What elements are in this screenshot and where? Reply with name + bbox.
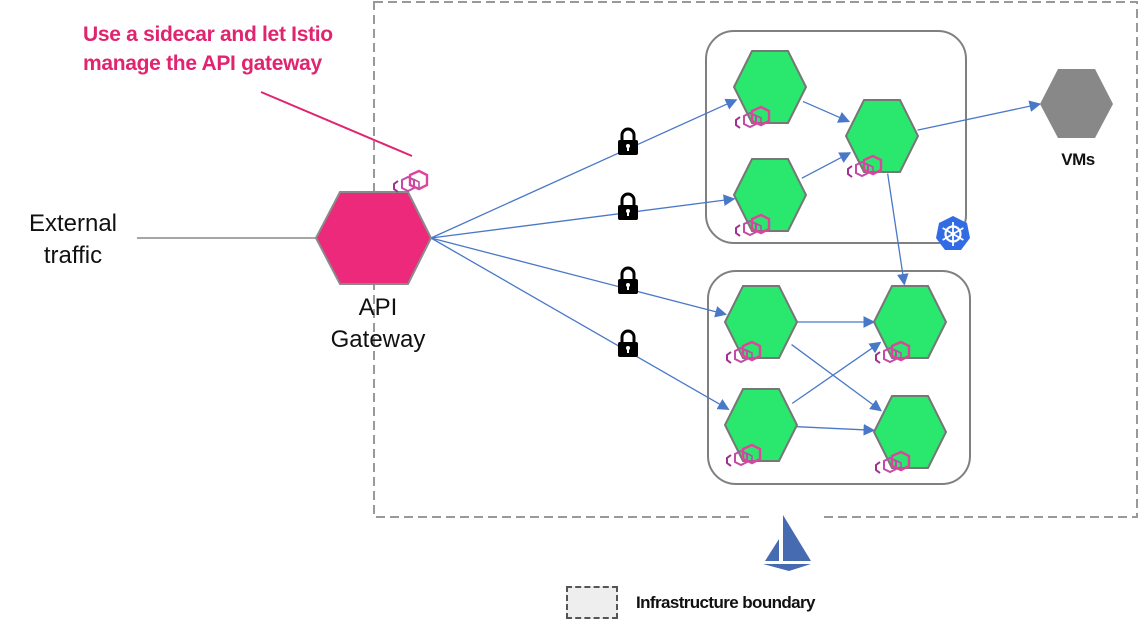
external-label-line-2: traffic — [43, 242, 103, 269]
service-node-svc-b2[interactable] — [723, 388, 799, 462]
edge-svc-a3-to-svc-b3 — [887, 173, 909, 286]
edge-gateway-to-svc-b1 — [430, 237, 727, 318]
lock-icon — [616, 127, 640, 157]
annotation-line-1: Use a sidecar and let Istio — [83, 23, 333, 46]
vms-node[interactable] — [1040, 69, 1113, 138]
lock-icon — [616, 329, 640, 359]
gateway-label-line-2: Gateway — [330, 326, 426, 353]
kubernetes-logo-icon — [936, 216, 970, 250]
cluster-second — [707, 270, 971, 485]
edge-svc-a2-to-svc-a3 — [801, 152, 852, 179]
service-node-svc-b3[interactable] — [872, 285, 948, 359]
edge-gateway-to-svc-a1 — [430, 98, 738, 239]
boundary-gap-istio — [752, 512, 820, 522]
service-node-svc-b1[interactable] — [723, 285, 799, 359]
service-node-svc-a3[interactable] — [844, 99, 920, 173]
edges — [137, 98, 1042, 436]
legend-label: Infrastructure boundary — [636, 593, 816, 612]
edge-svc-b2-to-svc-b3 — [791, 341, 882, 404]
annotation-line-2: manage the API gateway — [83, 52, 322, 75]
edge-svc-a1-to-svc-a3 — [802, 100, 851, 123]
edge-gateway-to-svc-b2 — [430, 237, 730, 410]
gateway-envoy-sidecar-icon — [392, 169, 429, 194]
istio-logo-icon — [763, 515, 811, 571]
api-gateway-node[interactable] — [314, 191, 433, 285]
edge-gateway-to-svc-a2 — [430, 194, 736, 239]
service-node-svc-b4[interactable] — [872, 395, 948, 469]
edge-svc-a3-to-vms — [917, 100, 1042, 131]
edge-svc-b1-to-svc-b4 — [791, 344, 882, 412]
service-node-svc-a1[interactable] — [732, 50, 808, 124]
cluster-kubernetes — [705, 30, 967, 244]
service-nodes — [723, 50, 948, 469]
lock-icon — [616, 192, 640, 222]
annotation-pointer — [260, 91, 413, 157]
vms-label: VMs — [1061, 150, 1095, 169]
external-traffic-label: External traffic — [18, 208, 128, 272]
gateway-label-line-1: API — [358, 294, 398, 321]
external-label-line-1: External — [28, 210, 118, 237]
locks — [616, 127, 640, 359]
edge-svc-b2-to-svc-b4 — [796, 423, 876, 436]
annotation-text: Use a sidecar and let Istio manage the A… — [83, 20, 333, 78]
legend-boundary-swatch — [566, 586, 618, 619]
api-gateway-label: API Gateway — [318, 292, 438, 356]
lock-icon — [616, 266, 640, 296]
service-node-svc-a2[interactable] — [732, 158, 808, 232]
